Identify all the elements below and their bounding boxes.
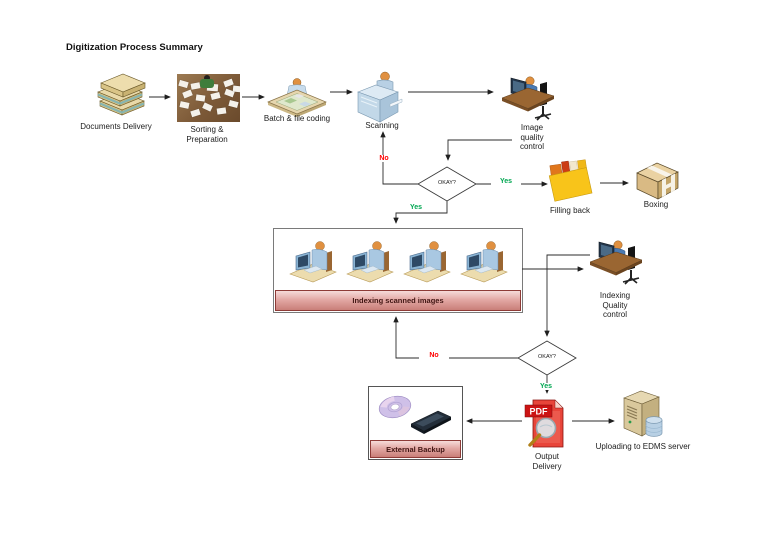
- indexing-person-icon: [345, 236, 395, 288]
- boxing-label: Boxing: [643, 200, 669, 209]
- image-quality-control-label: Image quality control: [501, 123, 563, 152]
- sorting-line1: Sorting &: [190, 125, 224, 134]
- sorting-person-body: [200, 79, 214, 88]
- edge-decision1-no-scanning: [380, 131, 418, 185]
- edms-upload-label: Uploading to EDMS server: [595, 442, 691, 451]
- sorting-line2: Preparation: [186, 134, 228, 144]
- pdf-icon: PDF: [523, 397, 571, 451]
- decision2-diamond: [517, 340, 577, 376]
- output-line2: Delivery: [532, 461, 562, 471]
- iqc2-line3: control: [602, 310, 627, 320]
- scanning-icon: [352, 70, 406, 124]
- decision2-label: OKAY?: [538, 354, 556, 360]
- iqc-line1: Image: [520, 123, 544, 132]
- books-icon: [90, 72, 150, 122]
- output-line1: Output: [534, 452, 559, 461]
- indexing-quality-control-icon: [588, 234, 644, 288]
- edge-decision2-no-indexing: [393, 316, 518, 359]
- no-tag-decision2: No: [419, 352, 449, 359]
- yes-tag-decision1-down: Yes: [401, 204, 431, 211]
- page-title: Digitization Process Summary: [66, 42, 203, 53]
- indexing-person-icon: [402, 236, 452, 288]
- documents-delivery-label: Documents Delivery: [80, 122, 152, 131]
- iqc2-line2: Quality: [602, 300, 628, 310]
- external-hdd-icon: [408, 406, 454, 436]
- image-quality-control-icon: [500, 70, 556, 124]
- sorting-person-head: [204, 75, 210, 81]
- pdf-badge-label: PDF: [530, 407, 549, 417]
- iqc-line2: quality: [520, 132, 544, 142]
- edge-iqc-to-decision1: [445, 139, 512, 161]
- no-tag-decision1: No: [369, 155, 399, 162]
- sorting-preparation-label: Sorting & Preparation: [167, 125, 247, 144]
- yes-tag-decision1-right: Yes: [491, 178, 521, 185]
- external-backup-banner: External Backup: [370, 440, 461, 458]
- edge-decision1-yes-indexing: [393, 201, 448, 224]
- folders-icon: [543, 156, 597, 202]
- indexing-person-icon: [459, 236, 509, 288]
- scanning-label: Scanning: [365, 121, 399, 130]
- batch-coding-label: Batch & file coding: [263, 114, 331, 123]
- output-delivery-label: Output Delivery: [505, 452, 589, 471]
- decision1-label: OKAY?: [438, 180, 456, 186]
- decision1-diamond: [417, 166, 477, 202]
- filling-back-label: Filling back: [549, 206, 590, 215]
- indexing-banner: Indexing scanned images: [275, 290, 521, 311]
- sorting-photo: [177, 74, 240, 122]
- iqc2-line1: Indexing: [599, 291, 631, 300]
- server-icon: [616, 388, 668, 442]
- indexing-quality-control-label: Indexing Quality control: [583, 291, 647, 320]
- indexing-person-icon: [288, 236, 338, 288]
- cd-icon: [376, 392, 416, 426]
- edge-iqc2-to-decision2: [544, 254, 590, 337]
- batch-coding-icon: [266, 76, 328, 118]
- iqc-line3: control: [519, 142, 544, 152]
- yes-tag-decision2: Yes: [531, 383, 561, 390]
- box-icon: [633, 158, 683, 202]
